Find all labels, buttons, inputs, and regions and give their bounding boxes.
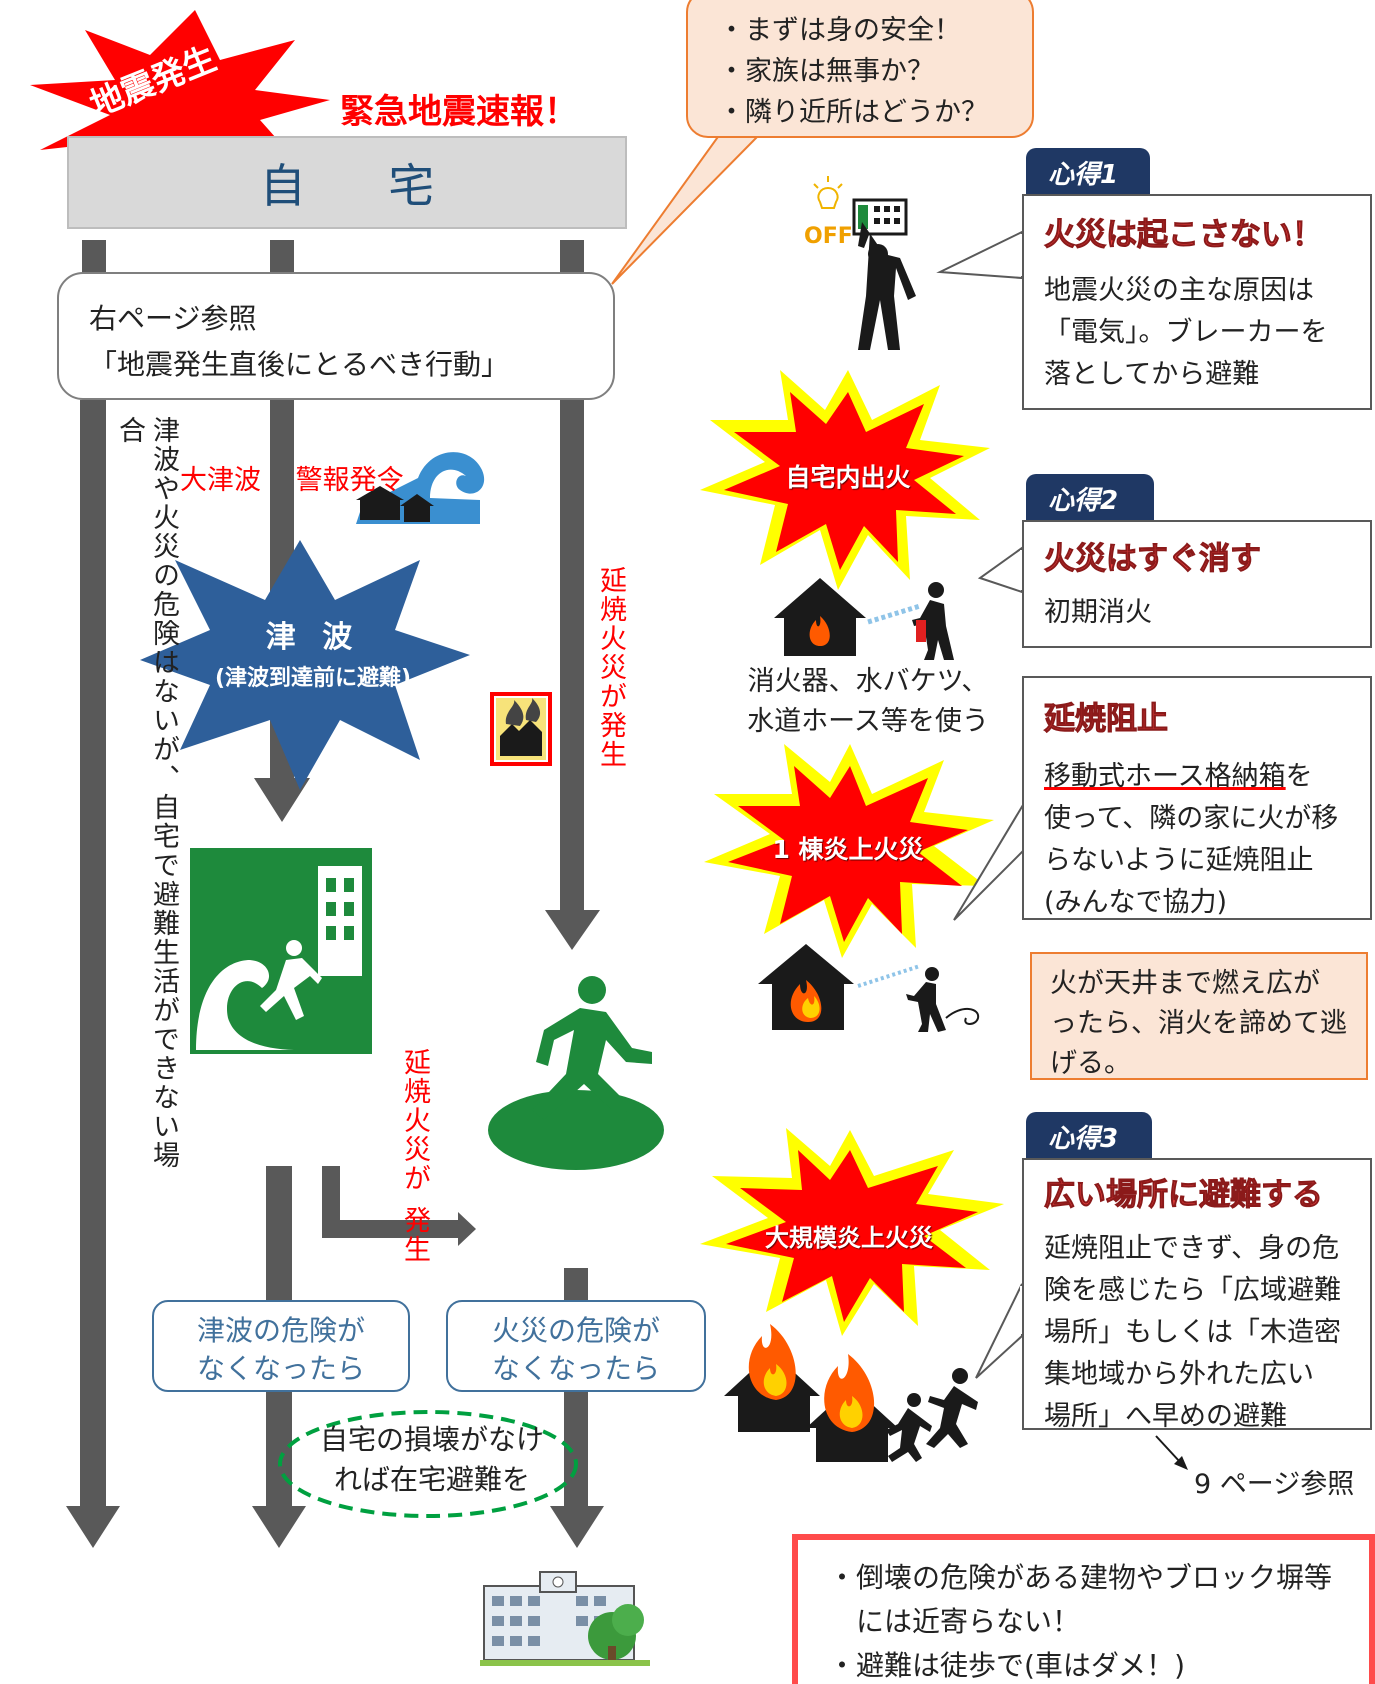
tsunami-alert-b: 警報発令	[295, 465, 404, 496]
tip3-tag: 心得3	[1026, 1112, 1152, 1160]
page-reference: 9 ページ参照	[1194, 1469, 1355, 1500]
shelter-subtitle: (市内公立小中学校)	[133, 1631, 441, 1671]
after-tsunami-line: なくなったら	[196, 1352, 365, 1385]
reference-line: 右ページ参照	[89, 302, 257, 335]
tip1-pointer	[936, 230, 1023, 280]
home-label: 自 宅	[259, 158, 469, 213]
home-stay-oval	[278, 1410, 578, 1518]
tip3-line: 集地域から外れた広い	[1044, 1359, 1314, 1390]
tip3-box: 広い場所に避難する 延焼阻止できず、身の危 険を感じたら「広域避難 場所」もしく…	[1022, 1158, 1372, 1432]
shelter-title: 避 難 所	[178, 1575, 442, 1624]
spread-stop-heading: 延焼阻止	[1044, 701, 1169, 738]
first-thought: ・隣り近所はどうか？	[718, 97, 988, 128]
spread-stop-rest: を	[1285, 761, 1313, 792]
tip3-line: 険を感じたら「広域避難	[1044, 1275, 1341, 1306]
tsunami-burst-title: 津 波	[265, 620, 361, 655]
spread-stop-line: らないように延焼阻止	[1044, 845, 1314, 876]
tip2-caption: 消火器、水バケツ、 水道ホース等を使う	[728, 662, 1008, 742]
fire-path-arrow	[545, 400, 600, 950]
after-tsunami-box: 津波の危険が なくなったら	[152, 1300, 410, 1392]
home-stay-line: れば在宅避難を	[333, 1463, 530, 1496]
tsunami-alert: 大津波 警報発令	[180, 458, 404, 497]
home-stay-note: 自宅の損壊がなけ れば在宅避難を	[282, 1420, 582, 1500]
first-thought: ・家族は無事か？	[718, 56, 934, 87]
tsunami-alert-a: 大津波	[180, 465, 261, 496]
spread-stop-box: 延焼阻止 移動式ホース格納箱を 使って、隣の家に火が移 らないように延焼阻止 (…	[1022, 676, 1372, 920]
page-ref-arrow	[1155, 1435, 1188, 1470]
tsunami-burst-subtitle: (津波到達前に避難)	[214, 666, 412, 691]
reference-line: 「地震発生直後にとるべき行動」	[89, 348, 510, 381]
tip3-line: 場所」へ早めの避難	[1044, 1401, 1287, 1432]
off-label: OFF	[804, 224, 853, 249]
left-path-arrow	[66, 400, 120, 1548]
tsunami-burst-label: 津 波 (津波到達前に避難)	[178, 612, 448, 692]
spread-fire-label-mid-a: 延焼火災が	[399, 1048, 430, 1193]
after-fire-line: なくなったら	[491, 1352, 660, 1385]
one-building-label: 1 棟炎上火災	[772, 835, 924, 864]
house-fire-label: 自宅内出火	[785, 463, 911, 492]
first-thoughts-bubble: ・まずは身の安全！ ・家族は無事か？ ・隣り近所はどうか？	[686, 0, 1034, 138]
wide-area-pictogram	[478, 964, 674, 1182]
school-icon	[474, 1564, 658, 1670]
tip3-line: 場所」もしくは「木造密	[1044, 1317, 1341, 1348]
large-scale-burst-inner	[726, 1150, 978, 1322]
tip2-caption-line: 水道ホース等を使う	[747, 706, 989, 737]
tip3-heading: 広い場所に避難する	[1044, 1177, 1324, 1214]
large-fire-scene-icon	[724, 1324, 978, 1462]
tip1-line: 地震火災の主な原因は	[1044, 275, 1314, 306]
give-up-warning: 火が天井まで燃え広が ったら、消火を諦めて逃 げる。	[1030, 952, 1368, 1080]
one-building-burst-inner	[728, 766, 968, 942]
hose-firefighting-icon	[758, 944, 980, 1032]
tsunami-shelter-pictogram	[184, 842, 378, 1060]
tip3-line: 延焼阻止できず、身の危	[1044, 1233, 1340, 1264]
warning-line: げる。	[1050, 1048, 1131, 1079]
home-box: 自 宅	[67, 136, 627, 229]
house-fire-burst-inner	[724, 392, 964, 570]
tip1-line: 落としてから避難	[1044, 359, 1260, 390]
spread-stop-line: 移動式ホース格納箱を	[1044, 756, 1370, 798]
spread-fire-label-right: 延焼火災が発生	[595, 566, 626, 769]
tip2-caption-line: 消火器、水バケツ、	[747, 666, 989, 697]
connector-stubs	[82, 240, 584, 274]
reference-box: 右ページ参照 「地震発生直後にとるべき行動」	[57, 272, 615, 400]
after-fire-line: 火災の危険が	[491, 1314, 660, 1347]
tip2-box: 火災はすぐ消す 初期消火	[1022, 520, 1372, 648]
spread-stop-line: 使って、隣の家に火が移	[1044, 803, 1339, 834]
large-scale-label: 大規模炎上火災	[765, 1224, 933, 1252]
tip2-tag: 心得2	[1026, 474, 1154, 522]
elbow-arrow	[322, 1166, 476, 1246]
after-fire-box: 火災の危険が なくなったら	[446, 1300, 706, 1392]
tip1-tag: 心得1	[1026, 148, 1150, 196]
bottom-note: ・避難は徒歩で(車はダメ！)	[828, 1649, 1186, 1682]
bottom-note: には近寄らない！	[828, 1605, 1081, 1638]
home-stay-line: 自宅の損壊がなけ	[319, 1423, 544, 1456]
spread-stop-line: (みんなで協力)	[1044, 887, 1228, 918]
breaker-off-icon	[813, 176, 916, 350]
tip2-line: 初期消火	[1044, 597, 1152, 628]
spread-fire-label-mid-b: 発生	[399, 1206, 430, 1264]
tsunami-wave-icon	[356, 452, 485, 524]
tip2-pointer	[977, 546, 1023, 594]
bottom-note: ・倒壊の危険がある建物やブロック塀等	[828, 1561, 1333, 1594]
hose-box-link: 移動式ホース格納箱	[1044, 761, 1286, 792]
tip1-line: 「電気」。ブレーカーを	[1044, 317, 1328, 348]
tip1-box: 火災は起こさない！ 地震火災の主な原因は 「電気」。ブレーカーを 落としてから避…	[1022, 194, 1372, 410]
tip2-heading: 火災はすぐ消す	[1044, 541, 1262, 578]
bottom-notes-box: ・倒壊の危険がある建物やブロック塀等 には近寄らない！ ・避難は徒歩で(車はダメ…	[792, 1534, 1375, 1684]
tip3-pointer	[975, 1283, 1023, 1379]
first-thought: ・まずは身の安全！	[718, 15, 961, 46]
extinguisher-icon	[774, 578, 954, 660]
warning-line: ったら、消火を諦めて逃	[1050, 1008, 1347, 1039]
emergency-warning-label: 緊急地震速報！	[340, 92, 578, 132]
bubble-pointer	[611, 133, 763, 285]
burning-houses-icon	[490, 692, 552, 766]
after-tsunami-line: 津波の危険が	[196, 1314, 365, 1347]
left-path-label: 津波や火災の危険はないが、自宅で避難生活ができない場合	[114, 416, 179, 1170]
tip1-heading: 火災は起こさない！	[1044, 217, 1324, 254]
warning-line: 火が天井まで燃え広が	[1050, 968, 1320, 999]
tsunami-burst	[140, 540, 470, 790]
